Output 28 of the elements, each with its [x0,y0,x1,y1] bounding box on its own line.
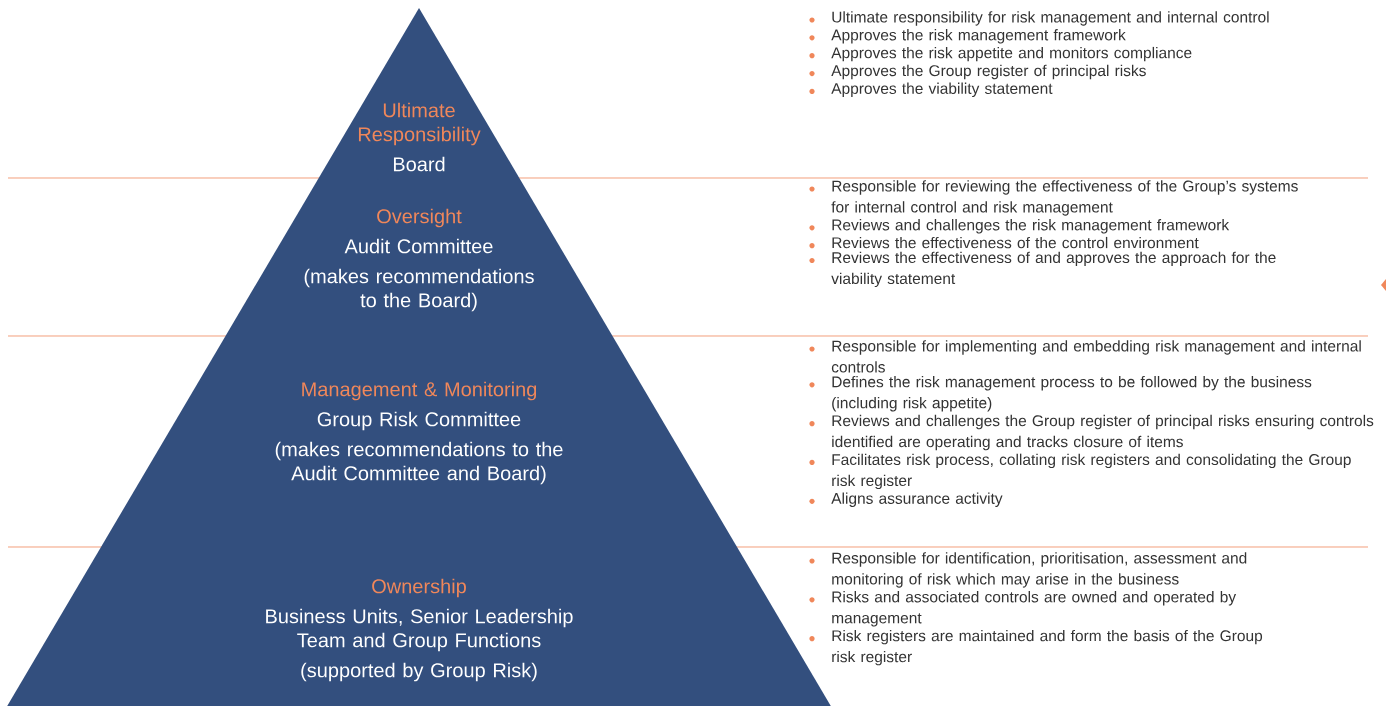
bullet-item: Aligns assurance activity [809,492,1003,507]
pyramid-tier: Ownership Business Units, Senior Leadership Team and Group Functions (supported by Group Risk) [7,547,831,706]
node-label: (supported by Group Risk) [301,662,537,682]
node-label: Ultimate Responsibility [358,102,481,146]
node-label: Ownership [372,578,466,598]
bullet-item: Responsible for reviewing the effectiveness of the Group’s systems for internal control and risk management [809,180,1298,216]
bullet-item: Responsible for implementing and embedding risk management and internal controls [809,340,1361,373]
node-label: Audit Committee [344,238,493,254]
node-label: Management & Monitoring [302,381,537,401]
bullet-item: Defines the risk management process to be followed by the business (including risk appetite) [809,376,1312,412]
bullet-item: Reviews and challenges the Group register of principal risks ensuring controls identified are operating and tracks closure of items [809,414,1374,451]
bullet-item: Reviews and challenges the risk management framework [809,219,1230,234]
node-label: (makes recommendations to the Board) [304,268,534,312]
node-label: Group Risk Committee [317,411,521,431]
pyramid-tier: Oversight Audit Committee (makes recommendations to the Board) [225,178,613,336]
bullet-item: Approves the risk appetite and monitors compliance [809,46,1192,62]
node-label: (makes recommendations to the Audit Committee and Board) [275,441,563,485]
bullet-item: Reviews the effectiveness of and approves the approach for the viability statement [809,251,1276,288]
bullet-item: Approves the Group register of principal risks [809,64,1146,80]
pyramid-tier: Ultimate Responsibility Board [318,8,520,178]
bullet-item: Approves the risk management framework [809,29,1126,44]
bullet-item: Approves the viability statement [809,82,1053,98]
bullet-item: Facilitates risk process, collating risk registers and consolidating the Group risk register [809,453,1351,490]
node-label: Board [393,156,445,172]
bullet-item: Reviews the effectiveness of the control environment [809,236,1199,249]
node-label: Business Units, Senior Leadership Team and Group Functions [266,608,573,652]
node-label: Oversight [377,208,462,228]
bullet-item: Ultimate responsibility for risk management and internal control [809,11,1269,26]
